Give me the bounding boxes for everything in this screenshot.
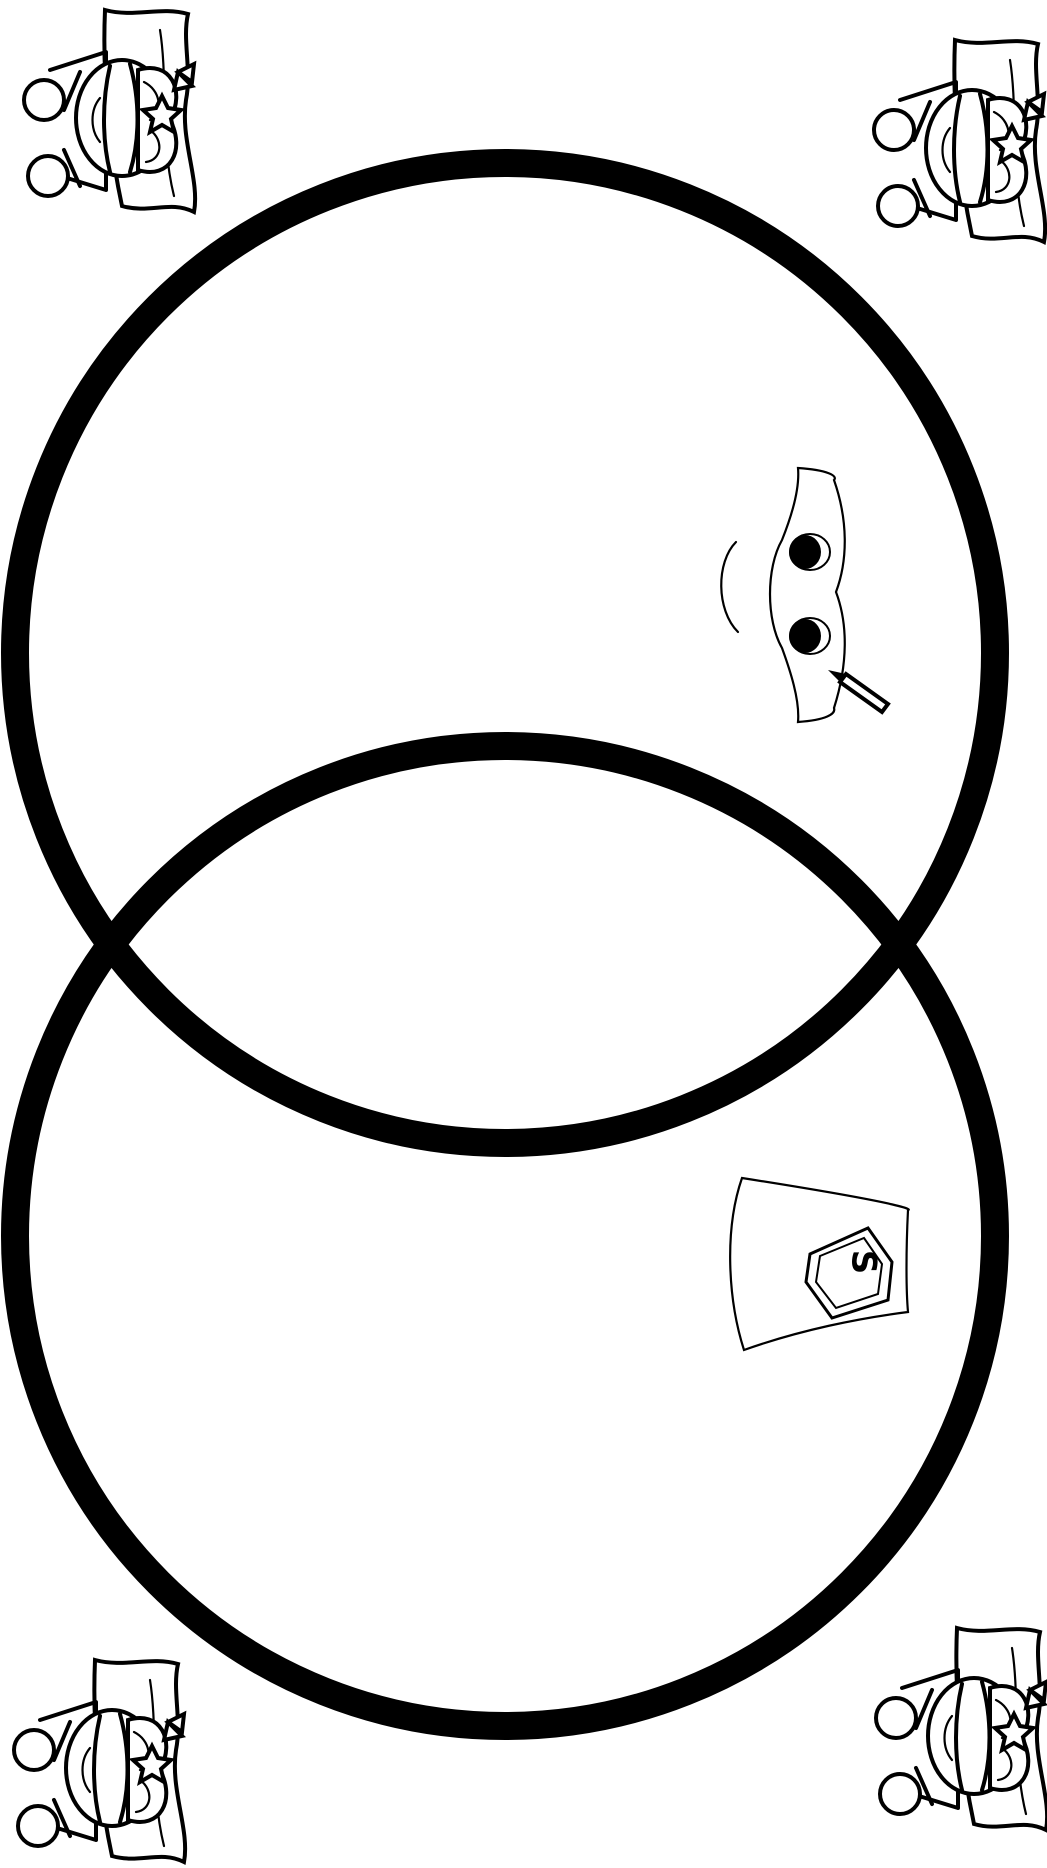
emblem-letter: S xyxy=(844,1250,884,1275)
superhero-girl-bottom-right-icon xyxy=(876,1628,1047,1830)
venn-circle-top xyxy=(15,163,995,1143)
superhero-girl-top-left-icon xyxy=(24,10,195,212)
mask-icon xyxy=(721,468,888,722)
superhero-girl-bottom-left-icon xyxy=(14,1660,185,1862)
shield-s-icon: S xyxy=(730,1178,909,1350)
superhero-girl-top-right-icon xyxy=(874,40,1045,242)
